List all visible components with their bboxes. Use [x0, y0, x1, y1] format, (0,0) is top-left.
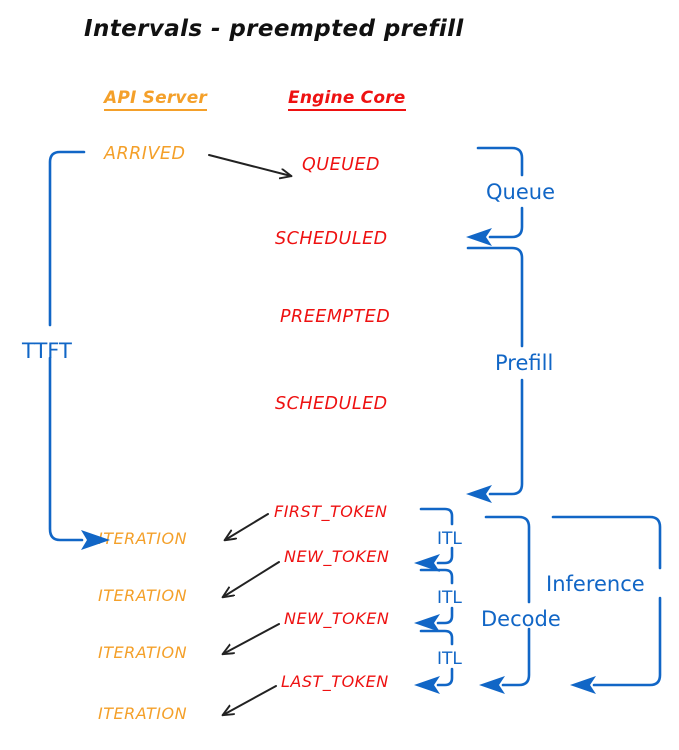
interval-label-itl-3: ITL	[437, 649, 462, 669]
column-header-api-server: API Server	[104, 90, 208, 111]
event-iteration-4: ITERATION	[98, 704, 188, 723]
event-first-token: FIRST_TOKEN	[274, 502, 388, 521]
bracket-decode-arrowhead	[479, 676, 505, 694]
bracket-queue-arrowhead	[466, 228, 492, 246]
event-preempted: PREEMPTED	[280, 307, 391, 327]
interval-label-prefill: Prefill	[495, 351, 554, 375]
event-scheduled-2: SCHEDULED	[275, 394, 388, 414]
bracket-itl-3-arrowhead	[414, 676, 440, 694]
column-header-engine-core: Engine Core	[288, 90, 406, 111]
interval-label-inference: Inference	[546, 572, 645, 596]
event-iteration-1: ITERATION	[98, 529, 188, 548]
interval-label-itl-2: ITL	[437, 588, 462, 608]
bracket-prefill-arrowhead	[466, 485, 492, 503]
event-last-token: LAST_TOKEN	[281, 672, 389, 691]
event-arrived: ARRIVED	[104, 144, 186, 164]
bracket-itl-2-arrowhead	[414, 614, 440, 632]
event-new-token-1: NEW_TOKEN	[284, 547, 390, 566]
event-scheduled-1: SCHEDULED	[275, 229, 388, 249]
event-new-token-2: NEW_TOKEN	[284, 609, 390, 628]
event-iteration-3: ITERATION	[98, 643, 188, 662]
interval-label-itl-1: ITL	[437, 529, 462, 549]
arrow-first-token-to-iteration	[225, 513, 269, 540]
arrow-new-token-1-to-iteration	[223, 561, 280, 597]
bracket-inference-arrowhead	[570, 676, 596, 694]
bracket-decode	[484, 515, 531, 687]
event-queued: QUEUED	[302, 155, 380, 175]
interval-label-ttft: TTFT	[22, 339, 72, 363]
page-title: Intervals - preempted prefill	[84, 16, 464, 42]
bracket-inference	[551, 515, 662, 687]
interval-label-decode: Decode	[481, 607, 561, 631]
event-iteration-2: ITERATION	[98, 586, 188, 605]
arrow-last-token-to-iteration	[223, 685, 277, 715]
arrow-new-token-2-to-iteration	[223, 623, 280, 654]
bracket-itl-1-arrowhead	[414, 554, 440, 572]
arrow-arrived-to-queued	[208, 154, 291, 176]
interval-label-queue: Queue	[486, 180, 555, 204]
